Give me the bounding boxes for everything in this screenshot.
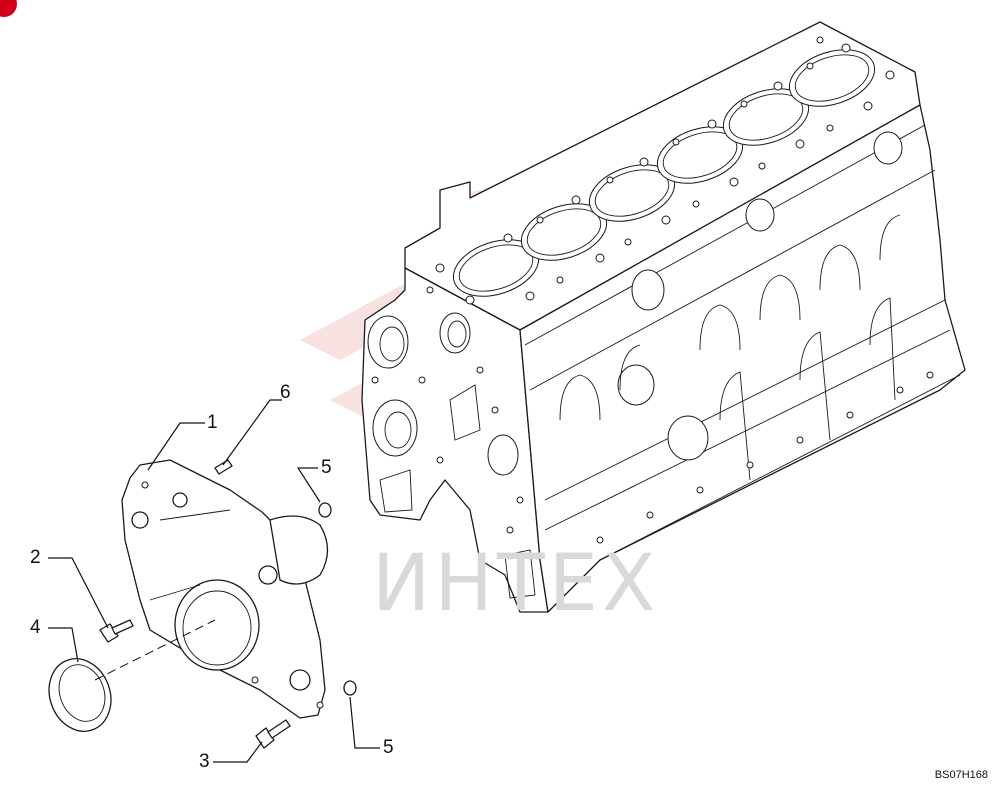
alignment-line [94,619,216,681]
leader-lines [48,399,380,763]
plug-upper [318,502,332,518]
head-bolt-holes [435,36,895,305]
callout-6: 6 [280,382,291,403]
callout-4: 4 [30,617,41,638]
side-face-details [524,124,961,561]
front-face-details [367,286,536,599]
plug-lower [343,680,357,696]
callout-2: 2 [30,547,41,568]
cover-bolt-lower [255,719,291,749]
callout-1: 1 [207,412,218,433]
callout-5-lower: 5 [383,737,394,758]
engine-block [361,21,966,613]
crankshaft-seal [48,658,112,732]
reference-code: BS07H168 [935,769,988,781]
callout-3: 3 [199,751,210,772]
front-cover [121,459,329,719]
callout-5-upper: 5 [321,457,332,478]
watermark-text: ИНТЕХ [372,539,659,629]
block-side-face [519,104,966,613]
corner-badge [0,0,17,17]
dowel-pin [214,459,233,475]
